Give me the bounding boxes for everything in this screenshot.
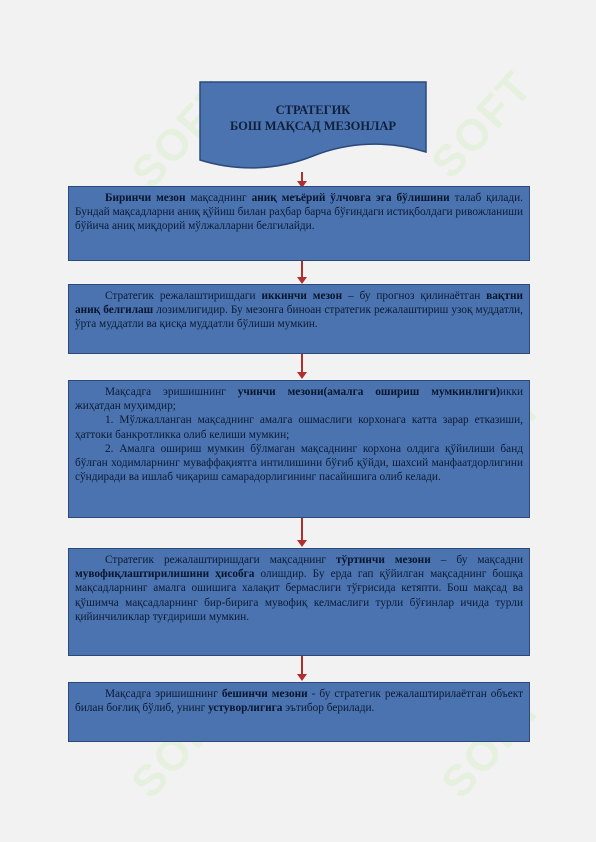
criterion-box-1: Биринчи мезон мақсаднинг аниқ меъёрий ўл… — [68, 186, 530, 261]
title-banner: СТРАТЕГИК БОШ МАҚСАД МЕЗОНЛАР — [198, 80, 428, 172]
criterion-3-point-1: 1. Мўлжалланган мақсаднинг амалга ошмасл… — [75, 414, 523, 441]
criterion-1-text: Биринчи мезон мақсаднинг аниқ меъёрий ўл… — [75, 192, 523, 233]
criterion-box-5: Мақсадга эришишнинг бешинчи мезони - бу … — [68, 682, 530, 742]
banner-shape — [199, 81, 427, 169]
connector-arrow — [297, 354, 307, 380]
title-line-1: СТРАТЕГИК — [275, 103, 351, 117]
page-title: СТРАТЕГИК БОШ МАҚСАД МЕЗОНЛАР — [198, 102, 428, 134]
criterion-box-2: Стратегик режалаштиришдаги иккинчи мезон… — [68, 284, 530, 354]
criterion-3-point-2: 2. Амалга ошириш мумкин бўлмаган мақсадн… — [75, 442, 523, 484]
criterion-box-3: Мақсадга эришишнинг учинчи мезони(амалга… — [68, 380, 530, 518]
connector-arrow — [297, 518, 307, 548]
connector-arrow — [297, 261, 307, 285]
title-line-2: БОШ МАҚСАД МЕЗОНЛАР — [229, 119, 397, 133]
connector-arrow — [297, 656, 307, 682]
criterion-2-text: Стратегик режалаштиришдаги иккинчи мезон… — [75, 290, 523, 331]
criterion-4-text: Стратегик режалаштиришдаги мақсаднинг тў… — [75, 554, 524, 623]
watermark-text: SOFT — [422, 61, 543, 188]
connector-arrow — [297, 172, 307, 188]
criterion-box-4: Стратегик режалаштиришдаги мақсаднинг тў… — [68, 548, 530, 656]
criterion-5-text: Мақсадга эришишнинг бешинчи мезони - бу … — [75, 688, 524, 715]
criterion-3-text: Мақсадга эришишнинг учинчи мезони(амалга… — [75, 386, 523, 413]
